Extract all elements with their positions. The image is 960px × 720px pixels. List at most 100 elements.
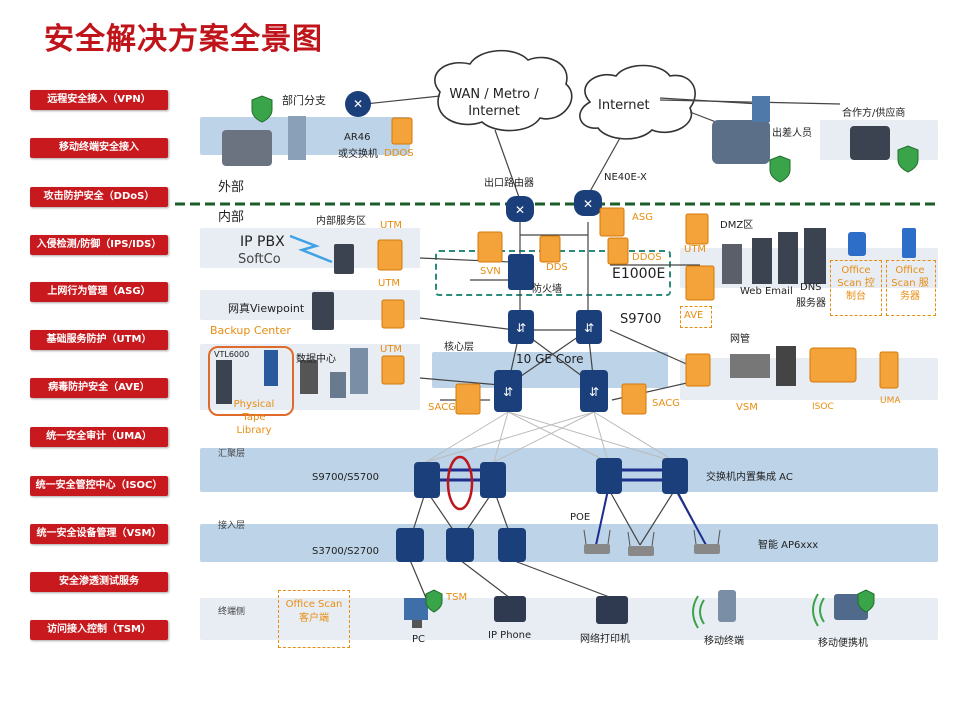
menu-vsm[interactable]: 统一安全设备管理（VSM） bbox=[30, 524, 168, 544]
shield-icon-pc bbox=[425, 589, 443, 613]
softco-label: SoftCo bbox=[238, 252, 281, 267]
pc-icon bbox=[404, 598, 428, 628]
stack-links bbox=[440, 468, 662, 482]
internet-label: Internet bbox=[598, 98, 650, 113]
uma-label: UMA bbox=[880, 396, 901, 406]
router-ne40e: ✕ bbox=[574, 190, 602, 216]
viewpoint-label: 网真Viewpoint bbox=[228, 302, 305, 315]
printer-icon bbox=[596, 596, 628, 624]
svg-text:✕: ✕ bbox=[583, 197, 593, 211]
tsm-label: TSM bbox=[446, 592, 468, 603]
access-layer-label: 接入层 bbox=[218, 521, 246, 531]
office-scan-server-icon bbox=[902, 228, 916, 258]
mobile-terminal-icon bbox=[718, 590, 736, 622]
switch-agg-4 bbox=[662, 458, 688, 494]
wan-cloud bbox=[434, 49, 573, 132]
menu-utm[interactable]: 基础服务防护（UTM） bbox=[30, 330, 168, 350]
ave-box bbox=[680, 306, 712, 328]
datacenter-label: 数据中心 bbox=[296, 354, 336, 365]
switch-core-b: ⇵ bbox=[580, 370, 608, 412]
menu-uma[interactable]: 统一安全审计（UMA） bbox=[30, 427, 168, 447]
tape-library-box bbox=[208, 346, 294, 416]
mesh-links bbox=[425, 411, 677, 463]
svg-text:⇵: ⇵ bbox=[584, 321, 594, 335]
wan-label: WAN / Metro / Internet bbox=[449, 87, 539, 119]
ave-label: AVE bbox=[684, 310, 704, 321]
wireless-waves-1 bbox=[692, 595, 705, 629]
css-ellipse bbox=[446, 455, 474, 511]
switch-acc-2 bbox=[446, 528, 474, 562]
dmz-label: DMZ区 bbox=[720, 220, 754, 231]
core-label: 10 GE Core bbox=[516, 352, 584, 366]
branch-label: 部门分支 bbox=[282, 94, 326, 107]
vsm-label: VSM bbox=[736, 402, 758, 413]
svg-text:⇵: ⇵ bbox=[503, 385, 513, 399]
menu-ave[interactable]: 病毒防护安全（AVE） bbox=[30, 378, 168, 398]
menu-mobile-access[interactable]: 移动终端安全接入 bbox=[30, 138, 168, 158]
menu-asg[interactable]: 上网行为管理（ASG） bbox=[30, 282, 168, 302]
access-band bbox=[200, 524, 938, 562]
menu-ddos[interactable]: 攻击防护安全（DDoS） bbox=[30, 187, 168, 207]
svn-label: SVN bbox=[480, 266, 501, 277]
menu-ips[interactable]: 入侵检测/防御（IPS/IDS） bbox=[30, 235, 168, 255]
ap-3 bbox=[693, 529, 721, 554]
or-switch-label: 或交换机 bbox=[338, 149, 378, 160]
menu-isoc[interactable]: 统一安全管控中心（ISOC） bbox=[30, 476, 168, 496]
branch-people-icon bbox=[222, 116, 306, 166]
switch-agg-3 bbox=[596, 458, 622, 494]
dds-label: DDS bbox=[546, 262, 568, 273]
web-server-icon bbox=[722, 244, 742, 284]
utm-label-2: UTM bbox=[378, 278, 401, 289]
vtl-label: VTL6000 bbox=[214, 350, 250, 359]
ddos-branch-label: DDOS bbox=[384, 148, 414, 159]
dns-label: DNS bbox=[800, 282, 822, 293]
s9700-s5700-label: S9700/S5700 bbox=[312, 472, 379, 483]
ddos-dc-label: DDOS bbox=[632, 252, 662, 263]
ap-2 bbox=[627, 531, 655, 556]
ptl-label: Physical Tape Library bbox=[233, 399, 275, 436]
office-scan-server-label: Office Scan 服务器 bbox=[891, 265, 929, 302]
pbx-bolt bbox=[289, 234, 333, 264]
switch-acc-1 bbox=[396, 528, 424, 562]
ap-label: 智能 AP6xxx bbox=[758, 540, 819, 551]
travel-label: 出差人员 bbox=[772, 128, 812, 139]
aggregation-band bbox=[200, 448, 938, 492]
backup-label: Backup Center bbox=[210, 324, 291, 337]
mobile-laptop-label: 移动便携机 bbox=[818, 638, 868, 649]
wireless-waves-2 bbox=[812, 593, 825, 627]
netmgmt-label: 网管 bbox=[730, 334, 750, 345]
internet-cloud bbox=[579, 64, 696, 140]
switch-agg-1 bbox=[414, 462, 440, 498]
switch-s9700-a: ⇵ bbox=[508, 310, 534, 344]
s3700-label: S3700/S2700 bbox=[312, 546, 379, 557]
router-exit: ✕ bbox=[506, 196, 534, 222]
svg-text:✕: ✕ bbox=[353, 97, 363, 111]
switch-s9700-b: ⇵ bbox=[576, 310, 602, 344]
office-scan-client-label: Office Scan 客户端 bbox=[285, 599, 343, 624]
office-scan-console-icon bbox=[848, 232, 866, 256]
ap-1 bbox=[583, 529, 611, 554]
office-scan-console-label: Office Scan 控制台 bbox=[837, 265, 875, 302]
shield-icon-laptop bbox=[857, 589, 875, 613]
sacg-label-2: SACG bbox=[652, 398, 680, 409]
poe-label: POE bbox=[570, 512, 591, 523]
terminal-layer-label: 终端侧 bbox=[218, 607, 246, 617]
asg-label: ASG bbox=[632, 212, 653, 223]
menu-pentest[interactable]: 安全渗透测试服务 bbox=[30, 572, 168, 592]
utm-label-1: UTM bbox=[380, 220, 403, 231]
firewall-label: 防火墙 bbox=[532, 284, 562, 295]
orange-appliances bbox=[377, 117, 899, 415]
sacg-label-1: SACG bbox=[428, 402, 456, 413]
office-scan-client-box bbox=[278, 590, 350, 648]
menu-vpn[interactable]: 远程安全接入（VPN） bbox=[30, 90, 168, 110]
svg-text:✕: ✕ bbox=[515, 203, 525, 217]
ip-phone-label: IP Phone bbox=[488, 630, 532, 641]
menu-tsm[interactable]: 访问接入控制（TSM） bbox=[30, 620, 168, 640]
dark-devices bbox=[216, 228, 826, 404]
printer-label: 网络打印机 bbox=[580, 634, 630, 645]
shield-icon-partner bbox=[897, 145, 919, 173]
ip-phone-icon bbox=[494, 596, 526, 622]
pc-label: PC bbox=[412, 634, 426, 645]
switch-ac-label: 交换机内置集成 AC bbox=[706, 472, 793, 483]
